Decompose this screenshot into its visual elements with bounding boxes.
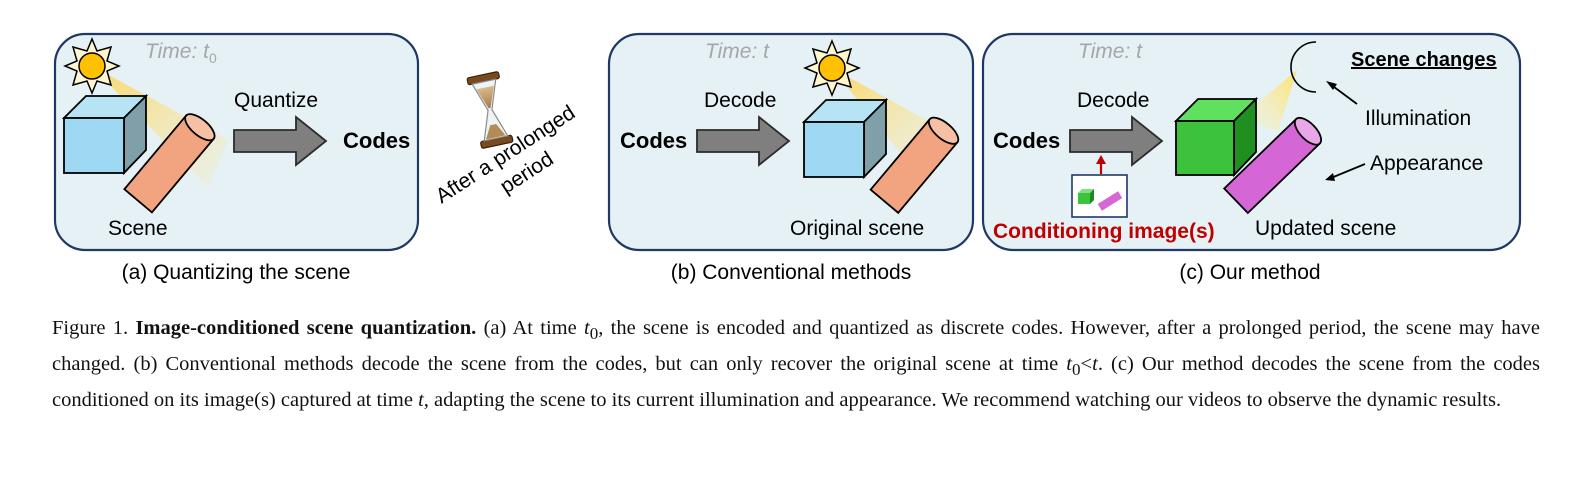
sun-icon [63,37,121,95]
subcaption-b: (b) Conventional methods [671,261,911,284]
figure-number: Figure 1. [52,317,129,339]
math-var: t [418,389,424,412]
conditioning-arrow-head [1096,155,1106,164]
illumination-label: Illumination [1365,107,1471,130]
conditioning-image-thumbnail [1071,174,1128,218]
math-sub: 0 [589,324,599,344]
caption-title: Image-conditioned scene quantization. [135,317,477,339]
moon-icon [1290,41,1317,93]
appearance-pointer [1330,163,1366,179]
subcaption-a: (a) Quantizing the scene [122,261,351,284]
cube-blue [61,93,149,176]
panel-c-time: Time: t [1078,40,1143,63]
codes-label-c: Codes [993,128,1060,153]
caption-text: . (c) Our method decodes the scene from … [52,353,1540,412]
cylinder-orange [869,116,960,215]
original-scene-label: Original scene [790,217,924,240]
math-var: t [1066,353,1072,376]
scene-changes-title: Scene changes [1351,49,1497,71]
scene-label: Scene [108,217,168,240]
cube-green [1173,96,1259,178]
cylinder-magenta [1222,116,1323,215]
conditioning-label: Conditioning image(s) [993,220,1215,243]
sun-icon [803,39,861,97]
panel-c: Time: t Scene changes Illumination Appea… [981,32,1522,284]
hourglass-icon [466,71,514,149]
pointer-head [1326,81,1337,90]
panel-a: Time: t0 Scene Quantize Codes (a) Quanti… [53,32,420,284]
quantize-arrow [233,115,328,167]
codes-label-a: Codes [343,128,410,153]
math-op: < [1080,353,1093,376]
math-var: t [583,317,590,339]
decode-arrow-b [696,115,791,167]
math-var: t [1092,353,1098,376]
prolonged-period-text: After a prolonged period [432,101,580,208]
decode-label-b: Decode [704,89,776,112]
codes-label-b: Codes [620,128,687,153]
pointer-head [1325,173,1335,181]
decode-label-c: Decode [1077,89,1149,112]
figure-caption: Figure 1. Image-conditioned scene quanti… [52,313,1540,415]
appearance-label: Appearance [1370,152,1483,175]
caption-text: , adapting the scene to its current illu… [423,389,1502,412]
math-sub: 0 [1072,360,1081,380]
caption-text: , the scene is encoded and quantized as … [52,317,1540,376]
updated-scene-label: Updated scene [1255,217,1396,240]
panel-b: Time: t Decode Codes Original scene (b) … [607,32,975,284]
panel-b-time: Time: t [705,40,770,63]
caption-text: (a) At time [483,317,577,339]
panel-a-time: Time: t0 [145,40,217,66]
cube-blue [801,97,889,180]
quantize-label: Quantize [234,89,318,112]
cylinder-orange [123,113,216,214]
decode-arrow-c [1069,115,1164,167]
subcaption-c: (c) Our method [1179,261,1320,284]
figure-illustration: Time: t0 Scene Quantize Codes (a) Quanti… [53,32,1522,284]
